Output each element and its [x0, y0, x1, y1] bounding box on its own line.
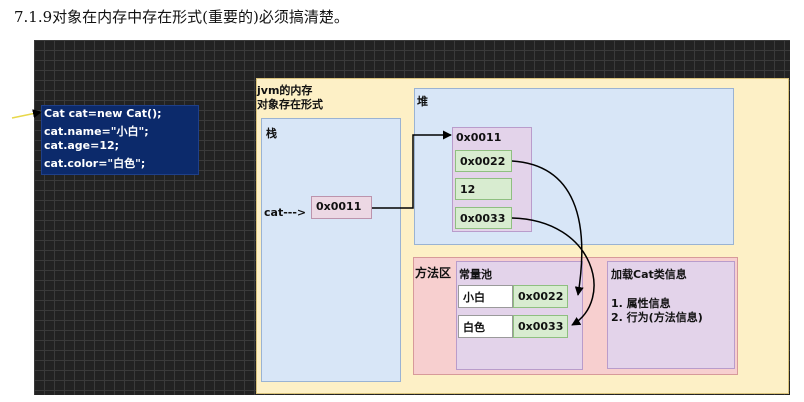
stack-variable-label: cat---> — [264, 206, 307, 219]
color-reference-arrow — [511, 217, 595, 326]
code-line: cat.color="白色"; — [44, 157, 146, 170]
pool-value-cell: 小白 — [458, 285, 513, 308]
class-info-box: 加载Cat类信息 1. 属性信息 2. 行为(方法信息) — [607, 261, 735, 369]
pool-address-cell: 0x0033 — [513, 315, 568, 338]
heap-title: 堆 — [417, 95, 428, 108]
field-name-cell: 0x0022 — [455, 150, 512, 172]
code-block: Cat cat=new Cat(); cat.name="小白"; cat.ag… — [41, 105, 199, 175]
object-address: 0x0011 — [456, 131, 502, 144]
pool-value-cell: 白色 — [458, 315, 513, 338]
field-age-cell: 12 — [455, 178, 512, 200]
pool-address-cell: 0x0022 — [513, 285, 568, 308]
method-area-title: 方法区 — [415, 266, 452, 280]
yellow-pointer-arrow — [11, 109, 42, 119]
jvm-title-line1: jvm的内存 — [257, 84, 313, 97]
name-reference-arrow — [511, 160, 584, 296]
code-line: Cat cat=new Cat(); — [44, 107, 162, 120]
code-line: cat.age=12; — [44, 139, 120, 152]
page-heading: 7.1.9对象在内存中存在形式(重要的)必须搞清楚。 — [14, 8, 349, 26]
code-line: cat.name="小白"; — [44, 125, 149, 138]
class-info-title: 加载Cat类信息 — [611, 268, 687, 281]
class-info-item: 1. 属性信息 — [611, 297, 671, 310]
stack-region: 栈 — [261, 118, 401, 382]
stack-reference-cell: 0x0011 — [311, 196, 372, 219]
constant-pool-title: 常量池 — [459, 268, 492, 281]
stack-to-heap-arrow — [372, 130, 452, 209]
field-color-cell: 0x0033 — [455, 207, 512, 229]
class-info-item: 2. 行为(方法信息) — [611, 311, 703, 324]
jvm-title-line2: 对象存在形式 — [257, 98, 323, 111]
stack-title: 栈 — [266, 127, 277, 140]
